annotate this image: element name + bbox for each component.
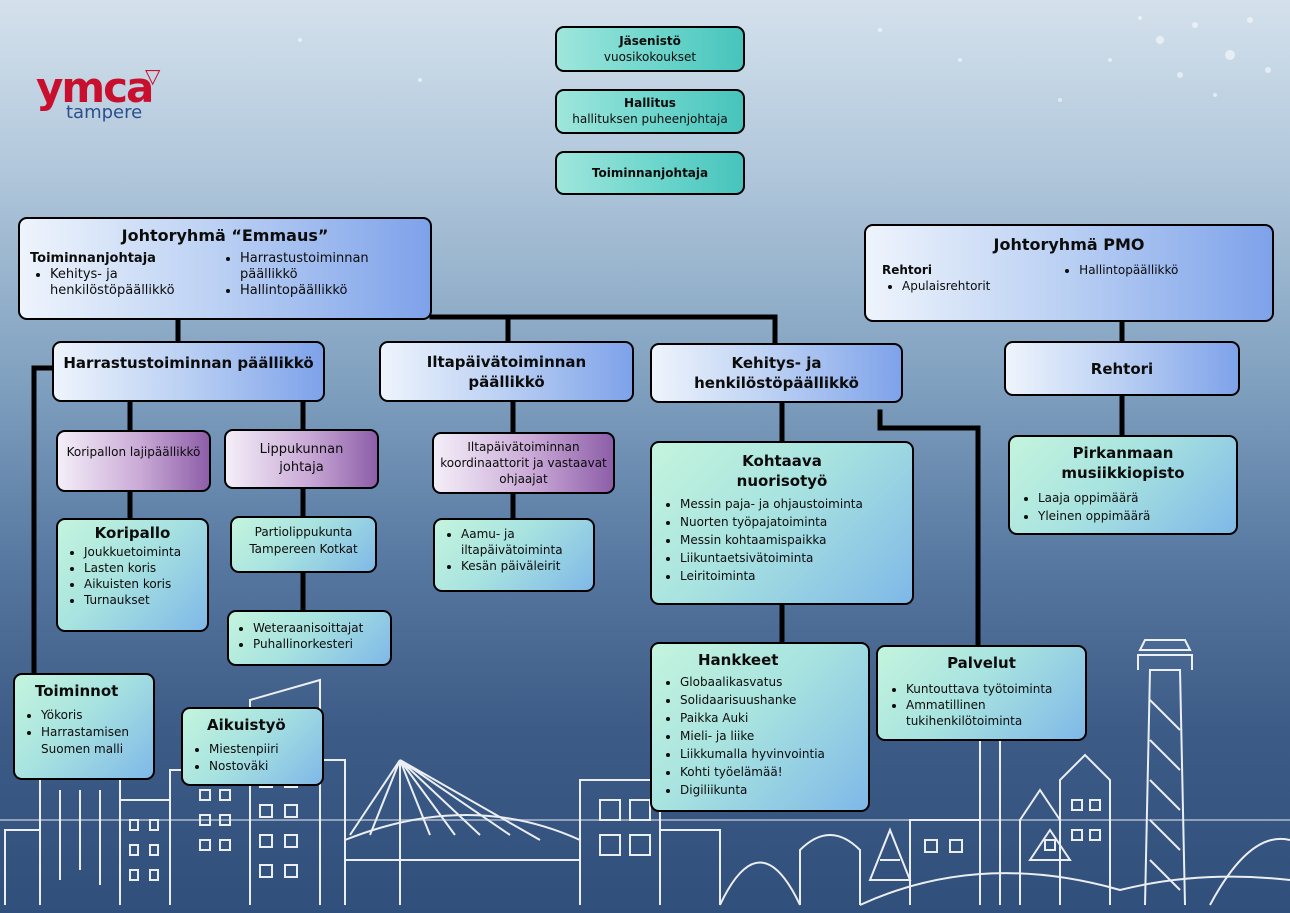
- toiminnot-box: Toiminnot Yökoris Harrastamisen Suomen m…: [13, 673, 155, 780]
- emmaus-right-item: Harrastustoiminnan päällikkö: [240, 251, 410, 283]
- pmo-right-item: Hallintopäällikkö: [1079, 262, 1256, 278]
- rehtori-box: Rehtori: [1004, 341, 1240, 396]
- hallitus-subtitle: hallituksen puheenjohtaja: [572, 112, 728, 126]
- toiminnot-title: Toiminnot: [35, 682, 119, 700]
- hankkeet-item: Liikkumalla hyvinvointia: [680, 745, 860, 763]
- partiolippukunta-box: Partiolippukunta Tampereen Kotkat: [230, 516, 377, 573]
- hankkeet-box: Hankkeet Globaalikasvatus Solidaarisuush…: [650, 642, 870, 812]
- emmaus-title: Johtoryhmä “Emmaus”: [121, 226, 329, 245]
- jasenisto-subtitle: vuosikokoukset: [603, 50, 697, 64]
- weteraani-item: Weteraanisoittajat: [253, 620, 386, 636]
- tampere-logo-text: tampere: [66, 102, 143, 123]
- hankkeet-title: Hankkeet: [698, 651, 779, 669]
- partio-label: Partiolippukunta Tampereen Kotkat: [249, 525, 358, 556]
- aamu-item: Aamu- ja iltapäivätoiminta: [461, 526, 587, 558]
- hallitus-title: Hallitus: [624, 96, 676, 110]
- iltapaiva-label: Iltapäivätoiminnan päällikkö: [426, 353, 587, 391]
- hankkeet-item: Digiliikunta: [680, 781, 860, 799]
- toiminnot-item: Harrastamisen Suomen malli: [41, 724, 147, 758]
- koripallo-item: Joukkuetoiminta: [84, 544, 201, 560]
- koripallon-lajipaallikko-box: Koripallon lajipäällikkö: [56, 430, 211, 492]
- aikuistyo-box: Aikuistyö Miestenpiiri Nostoväki: [181, 707, 324, 786]
- connector-lines: [31, 314, 1125, 676]
- emmaus-lead: Toiminnanjohtaja: [30, 251, 156, 266]
- hankkeet-item: Globaalikasvatus: [680, 673, 860, 691]
- snow-dots-decoration: [298, 16, 1271, 102]
- iltapaivatoiminnan-koordinaattorit-box: Iltapäivätoiminnan koordinaattorit ja va…: [432, 432, 615, 494]
- harrastustoiminnan-paallikko-box: Harrastustoiminnan päällikkö: [52, 341, 325, 402]
- lippukunnan-johtaja-box: Lippukunnan johtaja: [224, 429, 379, 489]
- emmaus-right-item: Hallintopäällikkö: [240, 283, 410, 299]
- skyline-illustration: [0, 639, 1290, 906]
- jasenisto-title: Jäsenistö: [619, 34, 681, 48]
- pirkanmaan-musiikkiopisto-box: Pirkanmaan musiikkiopisto Laaja oppimäär…: [1008, 435, 1238, 535]
- hankkeet-item: Kohti työelämää!: [680, 763, 860, 781]
- palvelut-title: Palvelut: [947, 654, 1016, 672]
- kohtaava-item: Nuorten työpajatoiminta: [680, 513, 904, 531]
- pirkanmaan-title: Pirkanmaan musiikkiopisto: [1061, 444, 1185, 482]
- weteraani-item: Puhallinorkesteri: [253, 636, 386, 652]
- aamu-iltapaivatoiminta-box: Aamu- ja iltapäivätoiminta Kesän päiväle…: [433, 518, 595, 592]
- kehitys-label: Kehitys- ja henkilöstöpäällikkö: [694, 354, 859, 392]
- harrastus-label: Harrastustoiminnan päällikkö: [63, 354, 314, 372]
- kehitys-henkilosto-paallikko-box: Kehitys- ja henkilöstöpäällikkö: [650, 343, 903, 403]
- palvelut-item: Kuntouttava työtoiminta: [906, 681, 1077, 697]
- koripallon-label: Koripallon lajipäällikkö: [66, 445, 201, 459]
- ymca-logo: ymca: [36, 63, 154, 112]
- emmaus-left-item: Kehitys- ja henkilöstöpäällikkö: [50, 267, 220, 299]
- lippukunnan-label: Lippukunnan johtaja: [259, 442, 344, 475]
- iltapaiva-koord-label: Iltapäivätoiminnan koordinaattorit ja va…: [440, 440, 607, 486]
- pmo-left-item: Apulaisrehtorit: [902, 278, 1059, 294]
- aikuistyo-title: Aikuistyö: [207, 716, 286, 734]
- hankkeet-item: Mieli- ja liike: [680, 727, 860, 745]
- triangle-logo-icon: ▽: [145, 64, 161, 88]
- iltapaivatoiminnan-paallikko-box: Iltapäivätoiminnan päällikkö: [379, 341, 634, 402]
- weteraanisoittajat-box: Weteraanisoittajat Puhallinorkesteri: [227, 610, 392, 666]
- kohtaava-item: Liikuntaetsivätoiminta: [680, 549, 904, 567]
- toiminnanjohtaja-box: Toiminnanjohtaja: [555, 151, 745, 195]
- pmo-title: Johtoryhmä PMO: [993, 235, 1145, 254]
- kohtaava-item: Messin paja- ja ohjaustoiminta: [680, 495, 904, 513]
- koripallo-box: Koripallo Joukkuetoiminta Lasten koris A…: [56, 518, 209, 632]
- toiminnanjohtaja-title: Toiminnanjohtaja: [591, 166, 709, 180]
- jasenisto-box: Jäsenistö vuosikokoukset: [555, 26, 745, 72]
- koripallo-title: Koripallo: [94, 524, 171, 542]
- rehtori-label: Rehtori: [1090, 360, 1154, 378]
- koripallo-item: Lasten koris: [84, 560, 201, 576]
- johtoryhma-emmaus-box: Johtoryhmä “Emmaus” Toiminnanjohtaja Keh…: [18, 217, 432, 320]
- johtoryhma-pmo-box: Johtoryhmä PMO Rehtori Apulaisrehtorit H…: [864, 224, 1274, 322]
- palvelut-box: Palvelut Kuntouttava työtoiminta Ammatil…: [876, 645, 1087, 741]
- pmo-lead: Rehtori: [882, 263, 932, 277]
- kohtaava-title: Kohtaava nuorisotyö: [736, 452, 828, 490]
- pirkanmaan-item: Yleinen oppimäärä: [1038, 507, 1228, 525]
- aikuistyo-item: Miestenpiiri: [209, 741, 316, 758]
- palvelut-item: Ammatillinen tukihenkilötoiminta: [906, 697, 1077, 729]
- kohtaava-item: Messin kohtaamispaikka: [680, 531, 904, 549]
- kohtaava-nuorisotyo-box: Kohtaava nuorisotyö Messin paja- ja ohja…: [650, 441, 914, 605]
- pirkanmaan-item: Laaja oppimäärä: [1038, 489, 1228, 507]
- aikuistyo-item: Nostoväki: [209, 758, 316, 775]
- aamu-item: Kesän päiväleirit: [461, 558, 587, 574]
- hankkeet-item: Solidaarisuushanke: [680, 691, 860, 709]
- hankkeet-item: Paikka Auki: [680, 709, 860, 727]
- koripallo-item: Turnaukset: [84, 592, 201, 608]
- toiminnot-item: Yökoris: [41, 707, 147, 724]
- hallitus-box: Hallitus hallituksen puheenjohtaja: [555, 89, 745, 134]
- koripallo-item: Aikuisten koris: [84, 576, 201, 592]
- kohtaava-item: Leiritoiminta: [680, 567, 904, 585]
